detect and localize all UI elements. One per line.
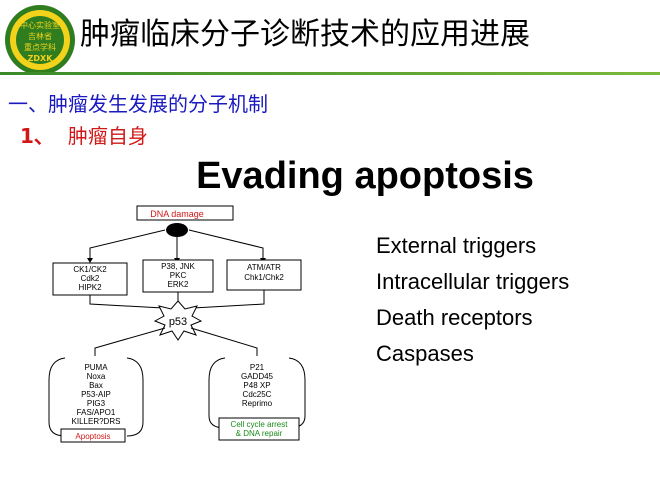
kinase-left-1: CK1/CK2 [73, 265, 107, 274]
connector-to-apoptosis [94, 327, 166, 356]
logo-text-2: 吉林省 [28, 31, 52, 41]
arrest-box [218, 417, 300, 441]
arrest-gene-3: P48 XP [243, 381, 270, 390]
arrest-gene-5: Reprimo [242, 399, 273, 408]
apoptosis-box [60, 428, 126, 443]
p53-pathway-diagram: DNA damage CK1/CK2 Cdk2 HIPK2 P38, JNK P… [48, 205, 306, 443]
kinase-box-right [226, 259, 302, 291]
connector-to-p53-left [89, 295, 164, 309]
subsection-number: 1、 [20, 124, 54, 148]
kinase-middle-1: P38, JNK [161, 262, 195, 271]
logo-text-4: ZDXK [28, 54, 54, 63]
arrest-gene-4: Cdc25C [243, 390, 272, 399]
p53-starburst [153, 300, 203, 341]
arrest-gene-2: GADD45 [241, 372, 274, 381]
apoptosis-bracket-left [48, 357, 66, 437]
trigger-item-external: External triggers [376, 233, 537, 258]
dna-damage-marker [166, 223, 188, 237]
connector-right [188, 229, 264, 262]
slide-heading: Evading apoptosis [196, 155, 534, 197]
subsection-label: 肿瘤自身 [67, 124, 148, 148]
apoptosis-gene-7: KILLER?DRS [72, 417, 121, 426]
kinase-right-1: ATM/ATR [247, 263, 281, 272]
kinase-left-2: Cdk2 [81, 274, 100, 283]
trigger-item-death-receptors: Death receptors [376, 305, 533, 330]
arrest-label-1: Cell cycle arrest [231, 420, 289, 429]
apoptosis-gene-1: PUMA [84, 363, 108, 372]
apoptosis-gene-4: P53-AIP [81, 390, 111, 399]
apoptosis-bracket-right [126, 357, 144, 437]
kinase-right-2: Chk1/Chk2 [244, 273, 284, 282]
arrowhead-left [87, 258, 93, 263]
apoptosis-gene-6: FAS/APO1 [77, 408, 116, 417]
apoptosis-gene-2: Noxa [87, 372, 106, 381]
apoptosis-gene-5: PIG3 [87, 399, 106, 408]
connector-left [89, 229, 166, 262]
apoptosis-label: Apoptosis [75, 432, 110, 441]
connector-to-arrest [190, 327, 258, 356]
kinase-box-left [52, 262, 128, 296]
title-divider [0, 72, 660, 75]
p53-label: p53 [169, 316, 187, 328]
trigger-item-intracellular: Intracellular triggers [376, 269, 570, 294]
arrest-label-2: & DNA repair [236, 429, 283, 438]
slide-title: 肿瘤临床分子诊断技术的应用进展 [80, 17, 530, 52]
logo-text-1: 中心实验室 [20, 20, 60, 30]
connector-to-p53-right [192, 290, 265, 309]
kinase-middle-2: PKC [170, 271, 187, 280]
arrest-gene-1: P21 [250, 363, 265, 372]
dna-damage-label: DNA damage [150, 209, 204, 219]
kinase-middle-3: ERK2 [168, 280, 189, 289]
kinase-box-middle [142, 259, 214, 293]
kinase-left-3: HIPK2 [78, 283, 102, 292]
trigger-item-caspases: Caspases [376, 341, 474, 366]
trigger-list: External triggers Intracellular triggers… [376, 228, 569, 372]
dna-damage-box [136, 205, 234, 221]
arrest-bracket-left [208, 357, 226, 429]
subsection-heading: 1、肿瘤自身 [20, 120, 148, 149]
section-heading: 一、肿瘤发生发展的分子机制 [8, 92, 268, 116]
logo-badge: 中心实验室 吉林省 重点学科 ZDXK [5, 5, 75, 75]
apoptosis-gene-3: Bax [89, 381, 103, 390]
logo-text-3: 重点学科 [24, 42, 56, 52]
